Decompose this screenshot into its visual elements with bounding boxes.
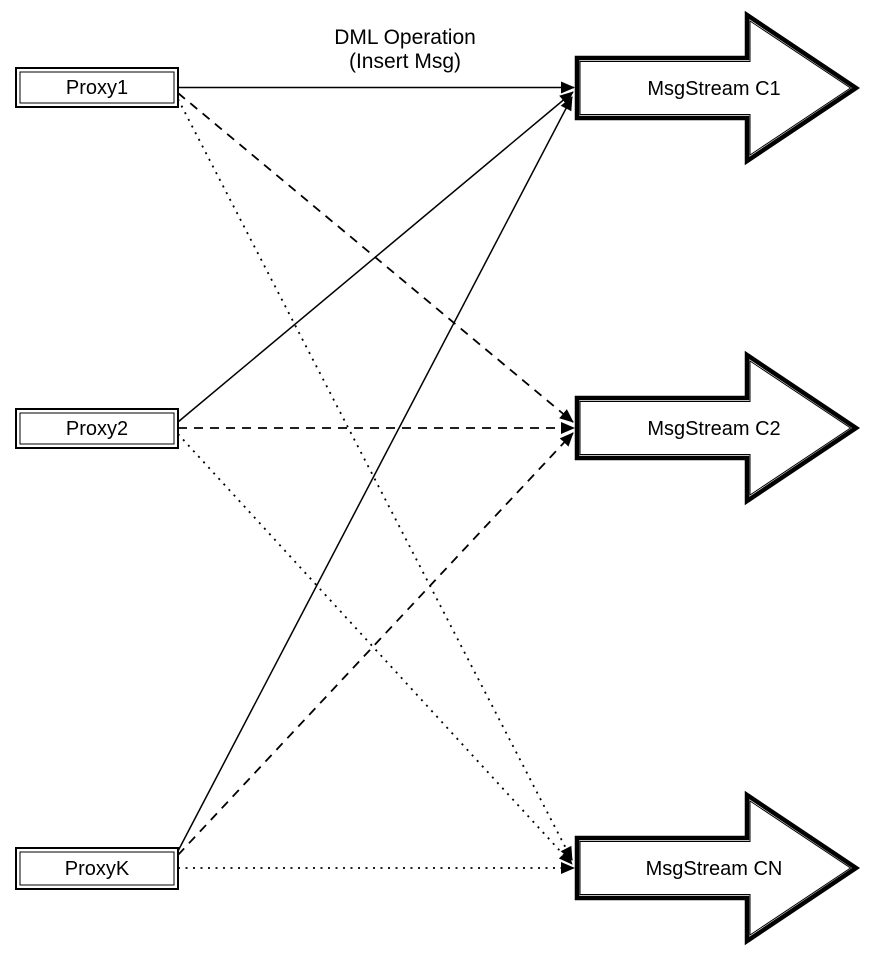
edge-proxyk-c2-dashed	[177, 432, 574, 856]
diagram-title: DML Operation (Insert Msg)	[334, 26, 476, 73]
msgstream-cn-arrow-inner-stroke	[579, 800, 852, 936]
edge-proxyk-c1-solid	[177, 96, 573, 852]
proxy2-box-inner-stroke	[19, 412, 175, 445]
msgstream-c1-node: MsgStream C1	[574, 10, 861, 166]
proxy1-label: Proxy1	[66, 77, 128, 99]
msgstream-c1-arrow-inner-stroke	[579, 20, 852, 156]
msgstream-cn-arrow-shape	[574, 790, 861, 946]
msgstream-c2-arrow-inner-stroke	[579, 360, 852, 496]
proxyk-label: ProxyK	[65, 858, 130, 880]
proxyk-box-inner-stroke	[19, 851, 175, 886]
msgstream-c2-node: MsgStream C2	[574, 350, 861, 506]
proxy1-node: Proxy1	[15, 67, 179, 108]
proxyk-box	[15, 847, 179, 890]
msgstream-c2-arrow-shape	[574, 350, 861, 506]
proxy2-box	[15, 408, 179, 449]
proxyk-node: ProxyK	[15, 847, 179, 890]
edge-proxy1-c2-dashed	[177, 92, 574, 423]
msgstream-c1-label: MsgStream C1	[647, 78, 780, 100]
diagram-title-line1: DML Operation	[334, 26, 476, 49]
edge-proxy2-cn-dotted	[177, 433, 573, 865]
diagram-title-line2: (Insert Msg)	[349, 50, 461, 73]
proxy1-box	[15, 67, 179, 108]
proxy1-box-inner-stroke	[19, 71, 175, 104]
edge-proxy1-cn-dotted	[177, 98, 573, 861]
proxy2-label: Proxy2	[66, 418, 128, 440]
msgstream-c1-arrow-shape	[574, 10, 861, 166]
msgstream-cn-label: MsgStream CN	[646, 858, 783, 880]
msgstream-cn-node: MsgStream CN	[574, 790, 861, 946]
proxy2-node: Proxy2	[15, 408, 179, 449]
msgstream-c2-label: MsgStream C2	[647, 418, 780, 440]
